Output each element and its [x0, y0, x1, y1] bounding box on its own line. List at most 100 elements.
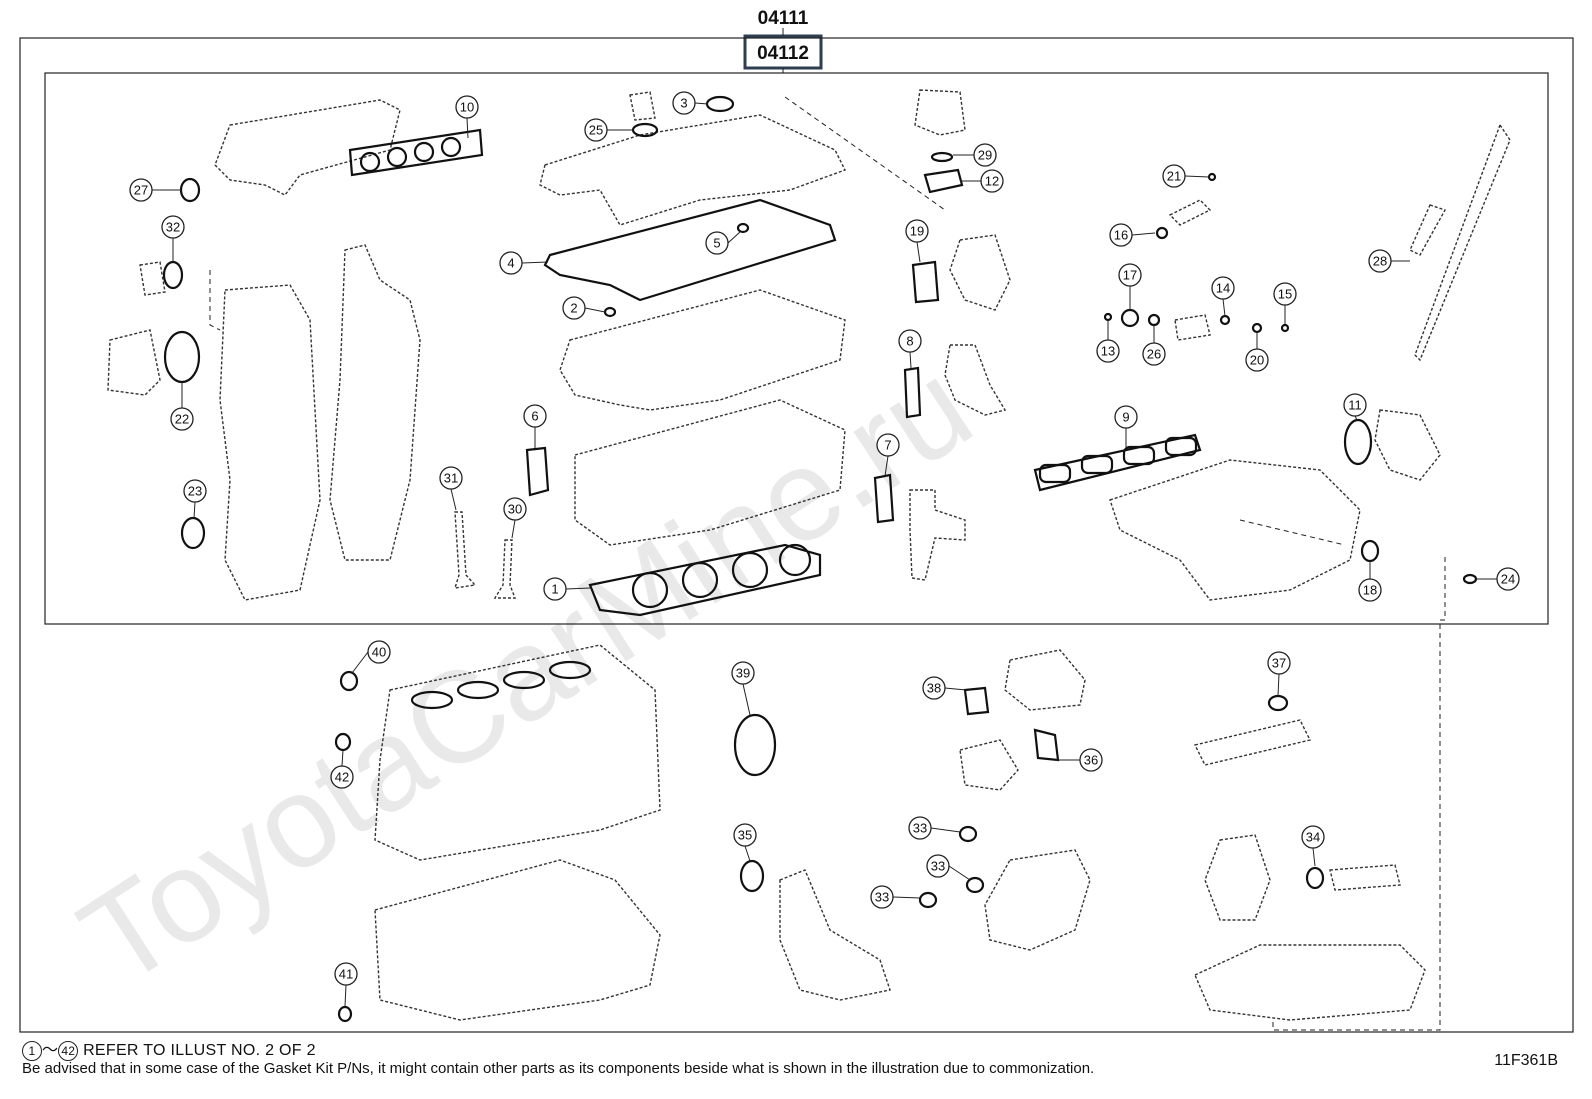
- svg-text:12: 12: [985, 174, 999, 189]
- callout-37[interactable]: 37: [1267, 651, 1291, 697]
- svg-text:20: 20: [1250, 353, 1264, 368]
- callout-34[interactable]: 34: [1301, 825, 1325, 867]
- svg-text:29: 29: [978, 148, 992, 163]
- figure-code: 11F361B: [1494, 1052, 1558, 1069]
- svg-text:32: 32: [166, 220, 180, 235]
- callout-1[interactable]: 1: [543, 577, 591, 601]
- callout-40[interactable]: 40: [351, 640, 391, 674]
- svg-text:7: 7: [884, 438, 891, 453]
- svg-text:5: 5: [713, 236, 720, 251]
- refer-text: REFER TO ILLUST NO. 2 OF 2: [83, 1042, 316, 1059]
- svg-text:25: 25: [589, 123, 603, 138]
- svg-text:42: 42: [335, 770, 349, 785]
- callout-9[interactable]: 9: [1114, 405, 1138, 448]
- callout-22[interactable]: 22: [170, 382, 194, 431]
- callout-6[interactable]: 6: [523, 404, 547, 448]
- callout-28[interactable]: 28: [1368, 249, 1410, 273]
- callout-14[interactable]: 14: [1211, 276, 1235, 317]
- callout-33a[interactable]: 33: [908, 816, 961, 840]
- callout-35[interactable]: 35: [733, 823, 757, 862]
- callout-23[interactable]: 23: [183, 479, 207, 519]
- range-end-circle: 42: [58, 1040, 79, 1061]
- svg-text:3: 3: [680, 96, 687, 111]
- parts-group: [107, 89, 1511, 1023]
- callout-4[interactable]: 4: [499, 251, 549, 275]
- svg-text:37: 37: [1272, 656, 1286, 671]
- callout-21[interactable]: 21: [1162, 164, 1210, 188]
- svg-text:27: 27: [134, 183, 148, 198]
- callout-33b[interactable]: 33: [926, 854, 971, 881]
- svg-text:14: 14: [1216, 281, 1230, 296]
- svg-text:33: 33: [913, 821, 927, 836]
- callout-38[interactable]: 38: [922, 676, 967, 700]
- svg-text:39: 39: [736, 666, 750, 681]
- kit-number-outer: 04111: [758, 8, 809, 29]
- svg-text:15: 15: [1278, 287, 1292, 302]
- callout-10[interactable]: 10: [455, 95, 479, 139]
- footer-refer-line: 1～42 REFER TO ILLUST NO. 2 OF 2: [22, 1036, 316, 1061]
- svg-text:10: 10: [460, 100, 474, 115]
- svg-text:18: 18: [1363, 583, 1377, 598]
- callout-32[interactable]: 32: [161, 215, 185, 262]
- callout-36[interactable]: 36: [1056, 748, 1103, 772]
- callout-42[interactable]: 42: [330, 749, 354, 789]
- kit-number-inner-box[interactable]: [743, 34, 823, 70]
- svg-text:35: 35: [738, 828, 752, 843]
- svg-text:19: 19: [910, 224, 924, 239]
- callout-24[interactable]: 24: [1476, 567, 1520, 591]
- svg-text:33: 33: [931, 859, 945, 874]
- svg-text:34: 34: [1306, 830, 1320, 845]
- svg-text:40: 40: [372, 645, 386, 660]
- callout-25[interactable]: 25: [584, 118, 633, 142]
- svg-text:16: 16: [1114, 228, 1128, 243]
- svg-text:21: 21: [1167, 169, 1181, 184]
- range-start-circle: 1: [22, 1040, 42, 1061]
- callout-17[interactable]: 17: [1118, 263, 1142, 310]
- callout-8[interactable]: 8: [898, 329, 922, 369]
- svg-text:6: 6: [531, 409, 538, 424]
- svg-text:4: 4: [507, 256, 514, 271]
- callout-18[interactable]: 18: [1358, 561, 1382, 602]
- svg-text:23: 23: [188, 484, 202, 499]
- callout-15[interactable]: 15: [1273, 282, 1297, 324]
- svg-text:41: 41: [339, 967, 353, 982]
- svg-text:30: 30: [508, 502, 522, 517]
- svg-text:1: 1: [551, 582, 558, 597]
- svg-text:11: 11: [1348, 398, 1362, 413]
- callout-5[interactable]: 5: [705, 231, 741, 255]
- callout-3[interactable]: 3: [672, 91, 709, 115]
- callout-31[interactable]: 31: [439, 466, 463, 511]
- callout-27[interactable]: 27: [129, 178, 181, 202]
- callout-33c[interactable]: 33: [870, 885, 921, 909]
- callout-39[interactable]: 39: [731, 661, 755, 716]
- callout-16[interactable]: 16: [1109, 223, 1156, 247]
- callout-11[interactable]: 11: [1343, 393, 1367, 421]
- callout-20[interactable]: 20: [1245, 332, 1269, 372]
- svg-text:22: 22: [175, 412, 189, 427]
- svg-text:24: 24: [1501, 572, 1515, 587]
- svg-text:38: 38: [927, 681, 941, 696]
- range-tilde: ～: [42, 1042, 59, 1059]
- svg-text:31: 31: [444, 471, 458, 486]
- svg-text:8: 8: [906, 334, 913, 349]
- outer-frame: [19, 37, 1574, 1033]
- inner-frame: [44, 72, 1549, 625]
- callout-2[interactable]: 2: [562, 296, 606, 320]
- svg-text:13: 13: [1101, 344, 1115, 359]
- svg-text:26: 26: [1147, 347, 1161, 362]
- svg-text:36: 36: [1084, 753, 1098, 768]
- callout-29[interactable]: 29: [953, 143, 997, 167]
- svg-text:9: 9: [1122, 410, 1129, 425]
- callout-13[interactable]: 13: [1096, 320, 1120, 363]
- svg-text:2: 2: [570, 301, 577, 316]
- footer-advisory: Be advised that in some case of the Gask…: [22, 1060, 1095, 1077]
- callout-19[interactable]: 19: [905, 219, 929, 263]
- callout-12[interactable]: 12: [960, 169, 1004, 193]
- kit-number-inner: 04112: [757, 43, 809, 64]
- callout-30[interactable]: 30: [503, 497, 527, 539]
- callout-26[interactable]: 26: [1142, 325, 1166, 366]
- svg-text:33: 33: [875, 890, 889, 905]
- callout-41[interactable]: 41: [334, 962, 358, 1007]
- callout-7[interactable]: 7: [876, 433, 900, 477]
